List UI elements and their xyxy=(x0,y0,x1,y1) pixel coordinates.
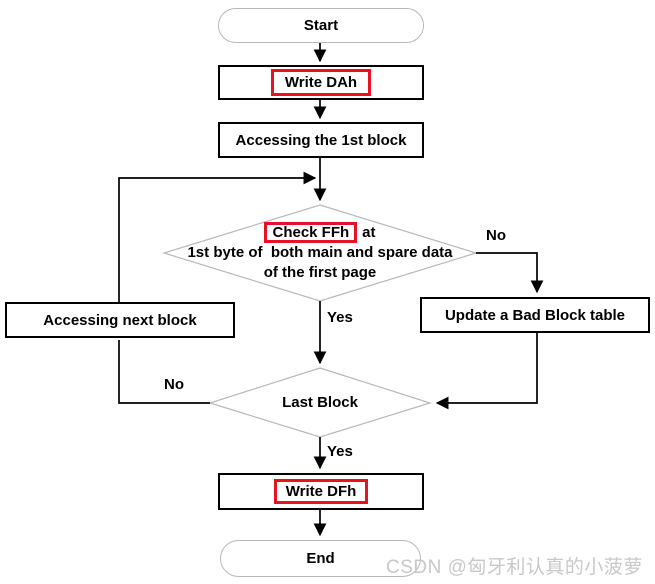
accessing-next-block-node: Accessing next block xyxy=(5,302,235,338)
edge-check-no-to-update xyxy=(476,252,544,294)
start-node: Start xyxy=(218,8,424,43)
check-ffh-label: Check FFh xyxy=(272,224,350,241)
write-dfh-highlight-box: Write DFh xyxy=(273,479,369,504)
accessing-first-block-node: Accessing the 1st block xyxy=(218,122,424,158)
edge-last-block-no-to-accessing-next xyxy=(118,340,210,404)
update-bad-block-table-node: Update a Bad Block table xyxy=(420,297,650,333)
edge-accessing-next-to-check-loop xyxy=(118,171,317,302)
edge-update-to-last-block xyxy=(435,332,538,410)
last-block-no-label: No xyxy=(164,376,184,393)
start-label: Start xyxy=(303,17,339,34)
csdn-watermark: CSDN @匈牙利认真的小菠萝 xyxy=(386,557,643,578)
check-no-label: No xyxy=(486,227,506,244)
update-bad-block-table-label: Update a Bad Block table xyxy=(444,306,626,324)
check-ffh-diamond-text: Check FFh at 1st byte of both main and s… xyxy=(145,222,495,283)
check-ffh-line1-rest: at xyxy=(362,223,376,241)
accessing-first-block-label: Accessing the 1st block xyxy=(235,131,407,149)
last-block-diamond-text: Last Block xyxy=(282,394,358,411)
end-label: End xyxy=(306,550,335,567)
last-block-yes-label: Yes xyxy=(327,443,353,460)
write-dah-highlight-box: Write DAh xyxy=(270,69,372,96)
write-dfh-node: Write DFh xyxy=(218,473,424,510)
write-dah-label: Write DAh xyxy=(284,74,358,91)
accessing-next-block-label: Accessing next block xyxy=(43,311,197,329)
check-yes-label: Yes xyxy=(327,309,353,326)
write-dah-node: Write DAh xyxy=(218,65,424,100)
write-dfh-label: Write DFh xyxy=(285,483,357,500)
check-ffh-highlight-box: Check FFh xyxy=(264,222,358,243)
check-ffh-line1: Check FFh at xyxy=(145,222,495,243)
check-ffh-line3: of the first page xyxy=(263,264,377,281)
end-node: End xyxy=(220,540,421,577)
check-ffh-line2: 1st byte of both main and spare data xyxy=(187,244,453,261)
